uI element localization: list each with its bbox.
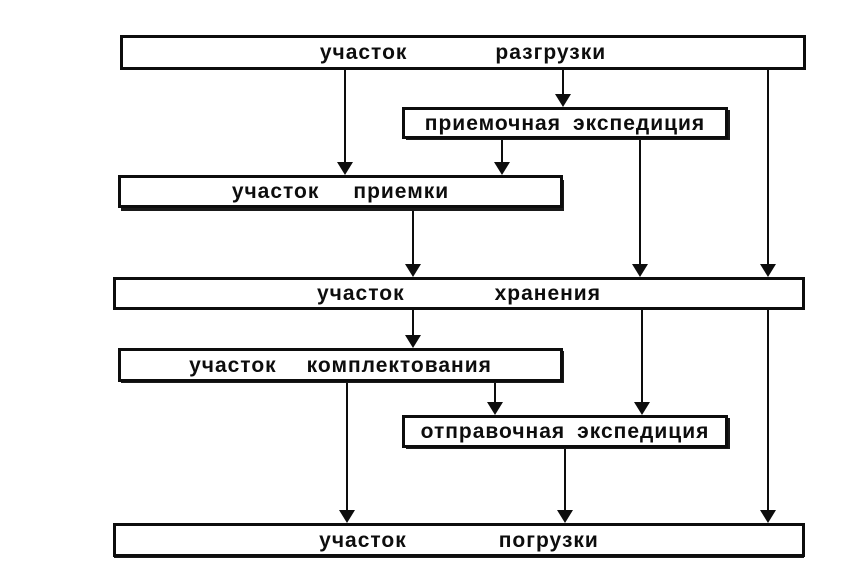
node-acceptance-area: участок приемки — [118, 175, 563, 208]
node-picking-area: участок комплектования — [118, 348, 563, 382]
edge-receiving-expedition-to-storage-area — [632, 139, 648, 277]
node-label-word: комплектования — [306, 353, 492, 377]
edge-unloading-area-to-receiving-expedition — [555, 70, 571, 107]
node-label-word: участок — [231, 180, 320, 203]
node-label-word: экспедиция — [573, 111, 706, 135]
node-label-word: погрузки — [498, 528, 599, 552]
arrowhead-icon — [487, 402, 503, 415]
node-label-word: участок — [319, 528, 407, 552]
node-label-word: хранения — [494, 282, 601, 305]
node-label-word: участок — [189, 353, 277, 377]
arrowhead-icon — [634, 402, 650, 415]
arrowhead-icon — [760, 264, 776, 277]
edge-picking-area-to-loading-area — [339, 382, 355, 523]
node-label-word: отправочная — [420, 420, 566, 443]
node-label-word: приемочная — [424, 111, 561, 135]
arrowhead-icon — [405, 264, 421, 277]
edge-acceptance-area-to-storage-area — [405, 208, 421, 277]
edge-dispatch-expedition-to-loading-area — [557, 448, 573, 523]
node-label-word: приемки — [353, 180, 450, 203]
edge-storage-area-to-picking-area — [405, 310, 421, 348]
node-receiving-expedition: приемочная экспедиция — [402, 107, 728, 139]
node-loading-area: участок погрузки — [113, 523, 805, 557]
arrowhead-icon — [557, 510, 573, 523]
node-label-word: экспедиция — [577, 420, 710, 443]
arrowhead-icon — [632, 264, 648, 277]
node-unloading-area: участок разгрузки — [120, 35, 806, 70]
arrowhead-icon — [405, 335, 421, 348]
arrowhead-icon — [339, 510, 355, 523]
node-storage-area: участок хранения — [113, 277, 805, 310]
edge-storage-area-to-dispatch-expedition — [634, 310, 650, 415]
edge-unloading-area-to-storage-area — [760, 70, 776, 277]
edge-storage-area-to-loading-area — [760, 310, 776, 523]
arrowhead-icon — [494, 162, 510, 175]
node-dispatch-expedition: отправочная экспедиция — [402, 415, 728, 448]
arrowhead-icon — [760, 510, 776, 523]
arrowhead-icon — [337, 162, 353, 175]
node-label-word: участок — [317, 282, 405, 305]
edge-unloading-area-to-acceptance-area — [337, 70, 353, 175]
arrowhead-icon — [555, 94, 571, 107]
edge-picking-area-to-dispatch-expedition — [487, 382, 503, 415]
node-label-word: участок — [319, 41, 408, 64]
node-label-word: разгрузки — [495, 41, 607, 64]
edge-receiving-expedition-to-acceptance-area — [494, 139, 510, 175]
